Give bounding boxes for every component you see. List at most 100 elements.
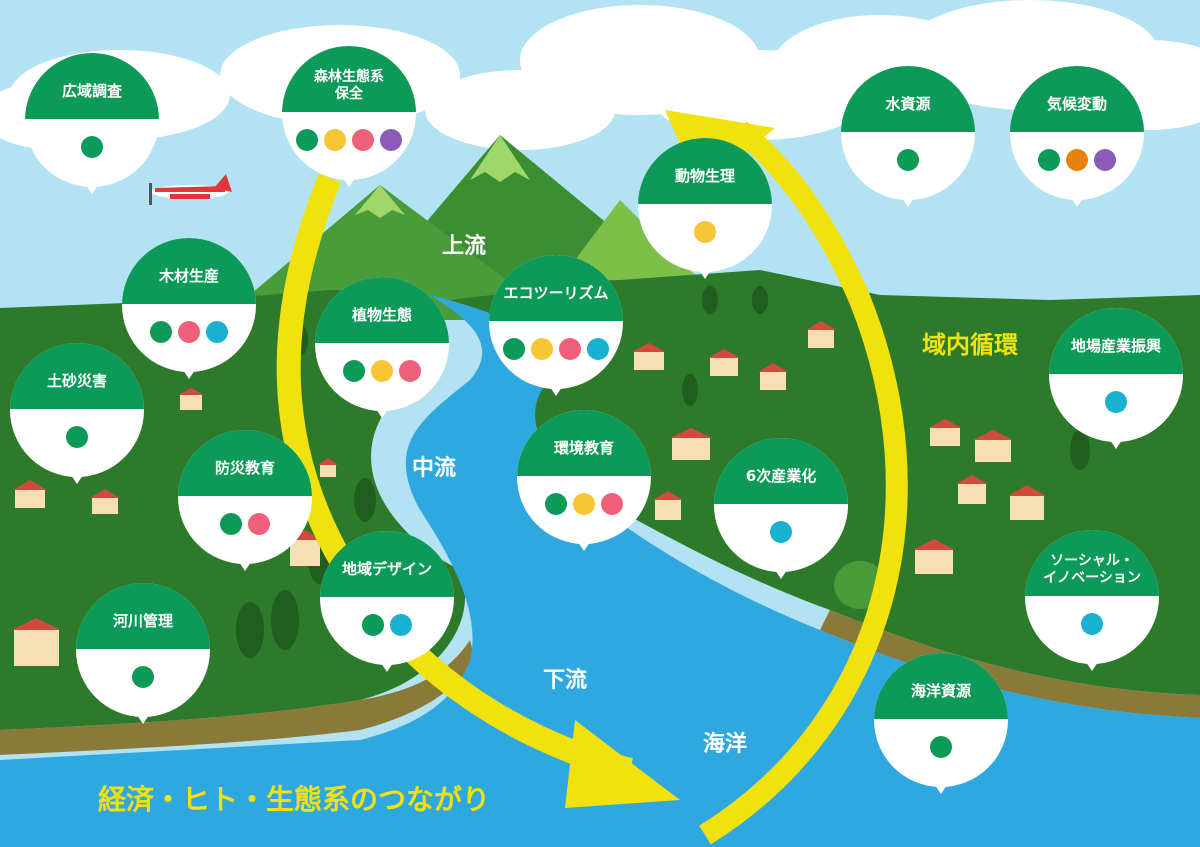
pin-label: 水資源: [885, 94, 931, 113]
topic-pin: 河川管理: [76, 583, 210, 724]
dot-cyan: [390, 614, 412, 637]
pin-label: 海洋資源: [910, 681, 971, 700]
topic-pin: 環境教育: [517, 410, 651, 551]
pin-header: 森林生態系 保全: [282, 46, 416, 112]
pin-label: 防災教育: [214, 458, 275, 477]
dot-purple: [1094, 149, 1116, 172]
topic-pin: 地域デザイン: [320, 531, 454, 672]
pin-header: 気候変動: [1010, 66, 1144, 132]
topic-pin: 動物生理: [638, 138, 772, 279]
pin-dots: [874, 736, 1008, 759]
pin-bubble: 河川管理: [76, 583, 210, 717]
dot-pink: [178, 321, 200, 344]
pin-label: 広域調査: [61, 81, 122, 100]
pin-bubble: 土砂災害: [10, 343, 144, 477]
pin-dots: [841, 149, 975, 172]
trees: [236, 286, 1090, 658]
dot-cyan: [1081, 613, 1103, 636]
pin-bubble: 海洋資源: [874, 653, 1008, 787]
zone-upstream: 上流: [442, 234, 487, 259]
dot-green: [930, 736, 952, 759]
dot-cyan: [1105, 391, 1127, 414]
dot-yellow: [531, 338, 553, 361]
pin-bubble: エコツーリズム: [489, 255, 623, 389]
dot-green: [220, 513, 242, 536]
topic-pin: 森林生態系 保全: [282, 46, 416, 187]
pin-dots: [517, 493, 651, 516]
dot-cyan: [770, 521, 792, 544]
arrow-cycle: [699, 121, 908, 845]
topic-pin: 木材生産: [122, 238, 256, 379]
pin-label: 地域デザイン: [341, 559, 432, 578]
zone-ocean: 海洋: [703, 732, 748, 757]
airplane: [149, 174, 232, 205]
pin-dots: [1049, 391, 1183, 414]
topic-pin: 6次産業化: [714, 438, 848, 579]
topic-pin: 水資源: [841, 66, 975, 207]
pin-bubble: 防災教育: [178, 430, 312, 564]
caption-cycle: 域内循環: [922, 331, 1018, 359]
dot-purple: [380, 129, 402, 152]
dot-yellow: [371, 360, 393, 383]
pin-label: 地場産業振興: [1070, 336, 1161, 355]
dot-green: [81, 136, 103, 159]
dot-green: [503, 338, 525, 361]
dot-cyan: [206, 321, 228, 344]
houses: [12, 321, 1046, 666]
pin-dots: [320, 614, 454, 637]
pin-header: 植物生態: [315, 277, 449, 343]
shore-left: [0, 640, 475, 755]
pin-header: 海洋資源: [874, 653, 1008, 719]
pin-bubble: 地場産業振興: [1049, 308, 1183, 442]
dot-yellow: [573, 493, 595, 516]
dot-green: [150, 321, 172, 344]
dot-cyan: [587, 338, 609, 361]
topic-pin: 海洋資源: [874, 653, 1008, 794]
pin-bubble: 水資源: [841, 66, 975, 200]
pin-label: 6次産業化: [745, 466, 817, 485]
pin-header: 地域デザイン: [320, 531, 454, 597]
pin-dots: [1010, 149, 1144, 172]
zone-midstream: 中流: [412, 456, 457, 481]
pin-header: 河川管理: [76, 583, 210, 649]
pin-bubble: 6次産業化: [714, 438, 848, 572]
pin-label: エコツーリズム: [503, 283, 609, 302]
pin-dots: [10, 426, 144, 449]
topic-pin: 気候変動: [1010, 66, 1144, 207]
dot-pink: [601, 493, 623, 516]
topic-pin: 土砂災害: [10, 343, 144, 484]
pin-dots: [714, 521, 848, 544]
dot-green: [132, 666, 154, 689]
mountain-peak: [470, 135, 530, 182]
pin-dots: [25, 136, 159, 159]
pin-bubble: 植物生態: [315, 277, 449, 411]
pin-label: ソーシャル・ イノベーション: [1043, 552, 1141, 586]
dot-green: [545, 493, 567, 516]
pin-dots: [315, 360, 449, 383]
pin-bubble: 木材生産: [122, 238, 256, 372]
pin-dots: [1025, 613, 1159, 636]
pin-label: 河川管理: [112, 611, 173, 630]
pin-bubble: 環境教育: [517, 410, 651, 544]
dot-pink: [399, 360, 421, 383]
pin-bubble: 地域デザイン: [320, 531, 454, 665]
topic-pin: 防災教育: [178, 430, 312, 571]
pin-dots: [282, 129, 416, 152]
mountain-peak-2: [355, 185, 405, 218]
pin-bubble: ソーシャル・ イノベーション: [1025, 530, 1159, 664]
dot-green: [66, 426, 88, 449]
dot-pink: [559, 338, 581, 361]
pin-dots: [122, 321, 256, 344]
caption-connection: 経済・ヒト・生態系のつながり: [98, 783, 491, 816]
pin-dots: [76, 666, 210, 689]
dot-green: [296, 129, 318, 152]
pin-dots: [178, 513, 312, 536]
pin-header: 環境教育: [517, 410, 651, 476]
pin-header: ソーシャル・ イノベーション: [1025, 530, 1159, 596]
dot-green: [362, 614, 384, 637]
pin-header: 防災教育: [178, 430, 312, 496]
pin-header: 土砂災害: [10, 343, 144, 409]
pin-header: 地場産業振興: [1049, 308, 1183, 374]
dot-pink: [248, 513, 270, 536]
